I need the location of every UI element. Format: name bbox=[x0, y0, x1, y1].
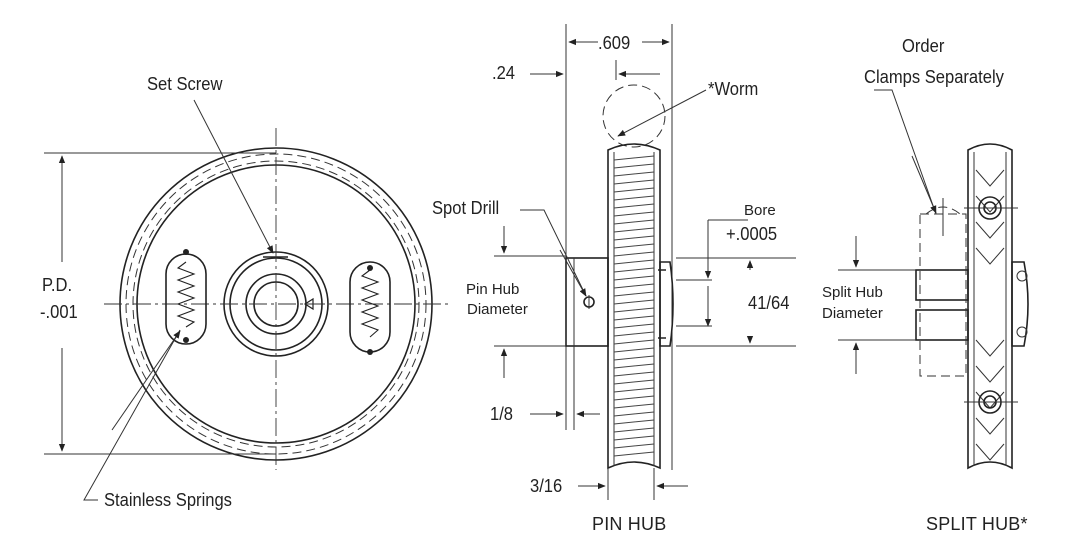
dim-41-64-label: 41/64 bbox=[748, 293, 790, 313]
spot-drill-label: Spot Drill bbox=[432, 198, 500, 218]
pd-tolerance-label: -.001 bbox=[40, 302, 78, 322]
dim-24-label: .24 bbox=[492, 63, 516, 83]
front-view bbox=[44, 99, 448, 501]
pin-hub-title: PIN HUB bbox=[592, 514, 667, 534]
split-hub-diameter-label-line2: Diameter bbox=[822, 305, 883, 322]
stainless-springs-label: Stainless Springs bbox=[104, 490, 232, 510]
pd-label: P.D. bbox=[42, 275, 73, 295]
dim-1-8-label: 1/8 bbox=[490, 404, 514, 424]
split-hub-diameter-label-line1: Split Hub bbox=[822, 284, 883, 301]
worm-label: *Worm bbox=[708, 79, 759, 99]
bore-tolerance-label: +.0005 bbox=[726, 224, 778, 244]
pin-hub-diameter-label-line2: Diameter bbox=[467, 301, 528, 318]
order-clamps-label-line1: Order bbox=[902, 36, 945, 56]
pin-hub-diameter-label-line1: Pin Hub bbox=[466, 281, 520, 298]
dim-609-label: .609 bbox=[598, 33, 631, 53]
order-clamps-label-line2: Clamps Separately bbox=[864, 67, 1004, 87]
set-screw-label: Set Screw bbox=[147, 74, 223, 94]
dim-3-16-label: 3/16 bbox=[530, 476, 563, 496]
split-hub-title: SPLIT HUB* bbox=[926, 514, 1028, 534]
bore-label: Bore bbox=[744, 202, 776, 219]
split-hub-view bbox=[838, 89, 1029, 470]
pin-hub-view bbox=[494, 24, 796, 500]
